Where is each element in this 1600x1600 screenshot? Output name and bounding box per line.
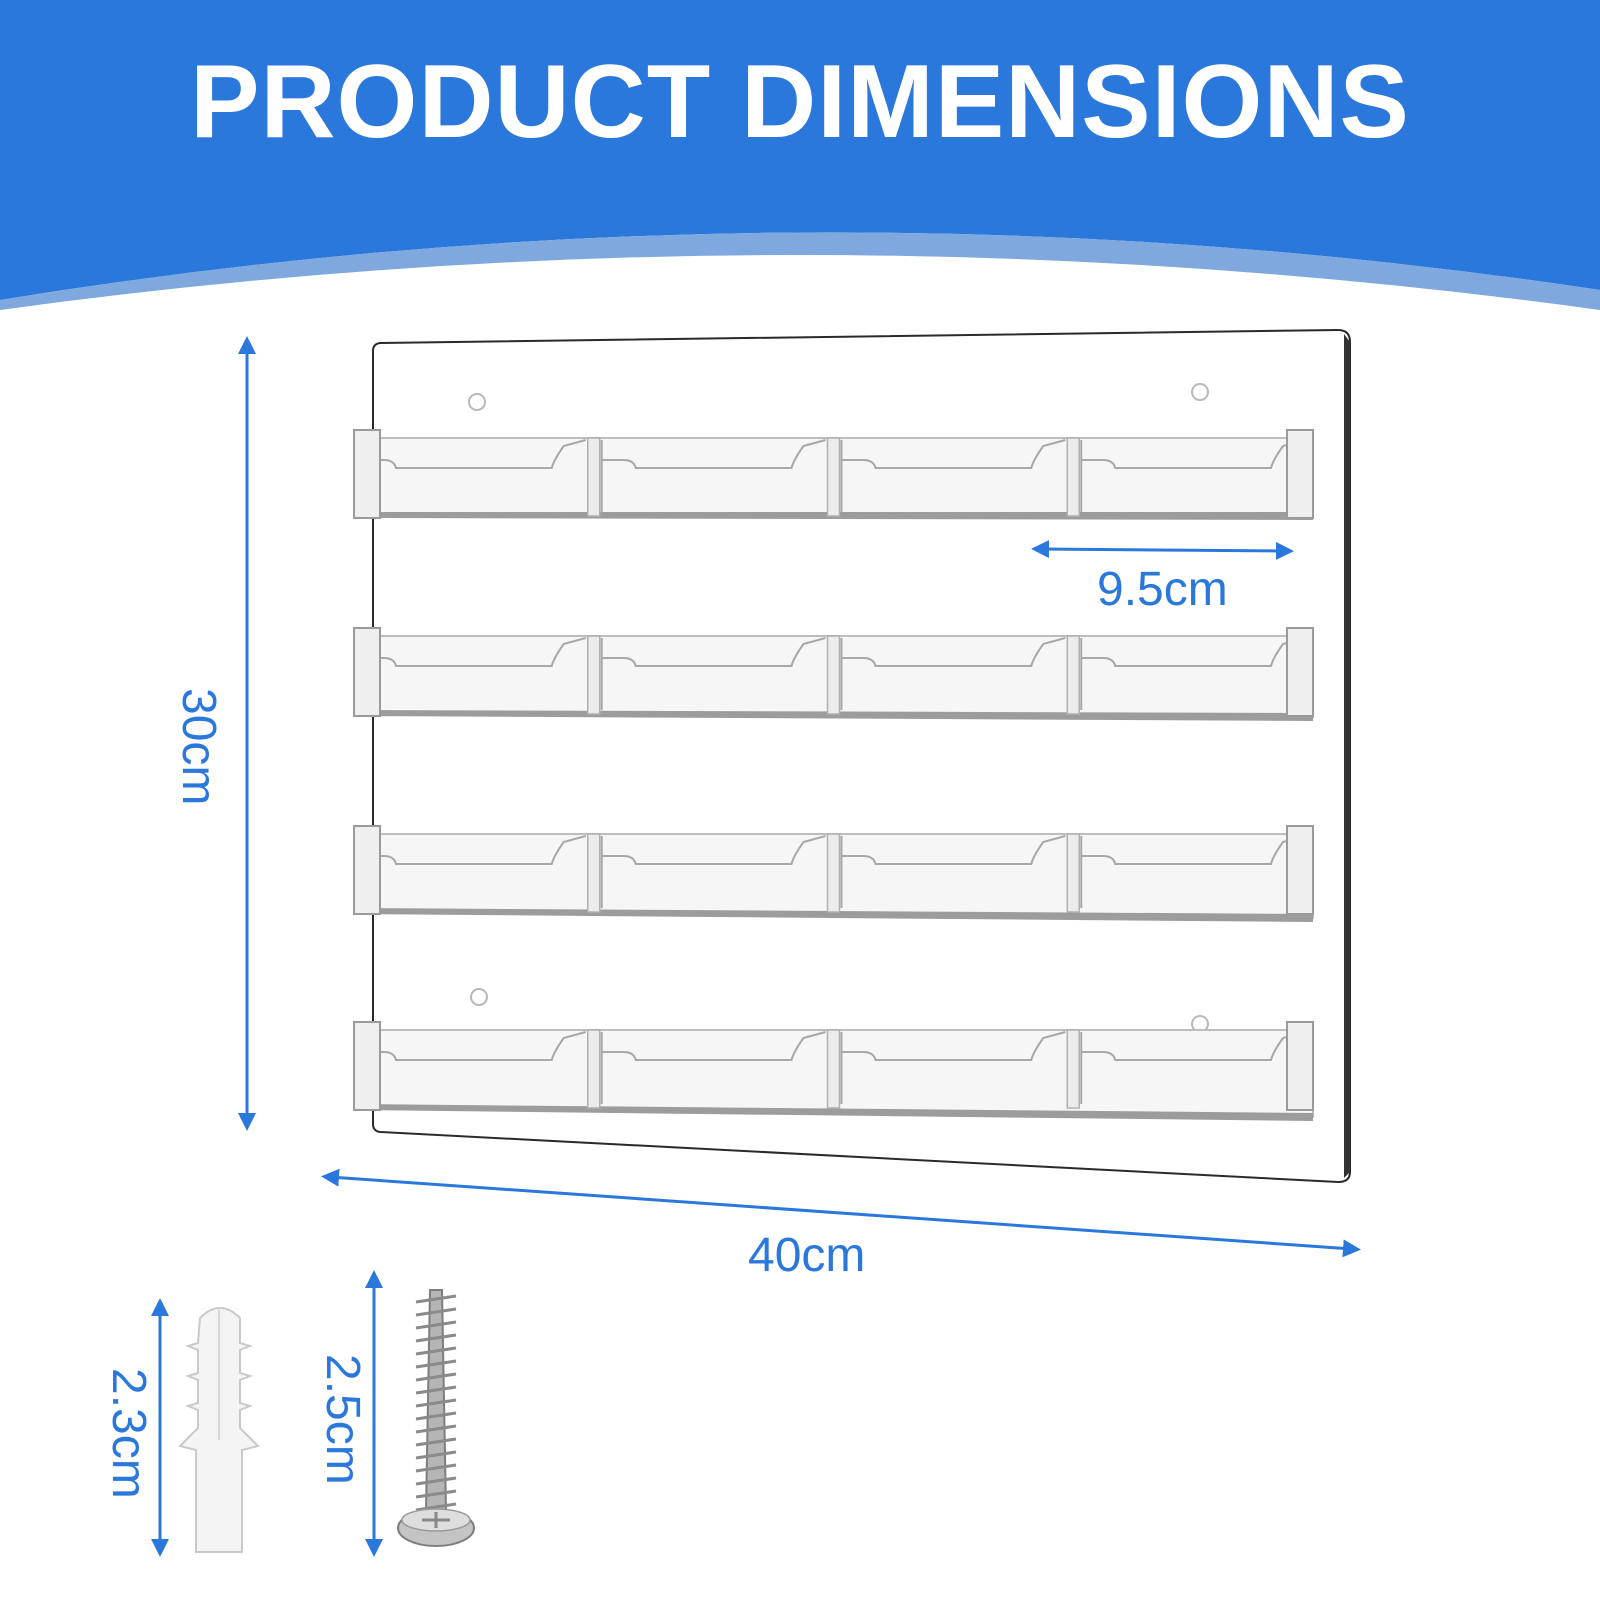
pocket-divider bbox=[1066, 437, 1080, 517]
pocket-divider bbox=[826, 833, 841, 913]
banner-fill bbox=[0, 0, 1600, 300]
width-label: 40cm bbox=[748, 1229, 866, 1282]
screw-thread bbox=[415, 1463, 457, 1473]
screw-length-label: 2.5cm bbox=[316, 1354, 369, 1485]
pocket-divider bbox=[587, 635, 601, 715]
screw-icon bbox=[397, 1289, 475, 1547]
pocket-row bbox=[353, 825, 1314, 922]
card-pocket bbox=[600, 1031, 826, 1104]
pocket-row bbox=[353, 429, 1314, 520]
banner-wave bbox=[0, 232, 1600, 310]
pocket-divider bbox=[587, 1029, 601, 1109]
card-pocket bbox=[1080, 439, 1306, 512]
wall-anchor-icon bbox=[178, 1307, 260, 1553]
card-pocket bbox=[600, 835, 826, 908]
screw-thread bbox=[415, 1476, 457, 1486]
screw-thread bbox=[415, 1437, 457, 1447]
pocket-divider bbox=[587, 437, 601, 517]
header-banner bbox=[0, 0, 1600, 310]
pocket-divider bbox=[587, 833, 601, 913]
card-pocket bbox=[840, 637, 1066, 710]
screw-thread bbox=[415, 1489, 457, 1499]
card-pocket bbox=[1080, 1031, 1306, 1104]
pocket-width-label: 9.5cm bbox=[1097, 563, 1228, 616]
card-pocket bbox=[600, 439, 826, 512]
screw-thread bbox=[415, 1411, 457, 1421]
pocket-end-cap bbox=[353, 825, 381, 915]
pocket-end-cap bbox=[1286, 429, 1314, 519]
card-pocket bbox=[840, 835, 1066, 908]
page-title: PRODUCT DIMENSIONS bbox=[190, 44, 1410, 160]
pocket-row bbox=[353, 1021, 1314, 1121]
screw-thread bbox=[415, 1333, 457, 1343]
card-pocket bbox=[1080, 637, 1306, 710]
mounting-hole bbox=[1191, 383, 1209, 401]
pocket-end-cap bbox=[1286, 627, 1314, 717]
card-pocket bbox=[600, 637, 826, 710]
pocket-divider bbox=[826, 635, 841, 715]
screw-thread bbox=[415, 1502, 457, 1512]
pocket-row bbox=[353, 627, 1314, 721]
card-pocket bbox=[840, 1031, 1066, 1104]
pocket-end-cap bbox=[353, 429, 381, 519]
pocket-end-cap bbox=[353, 627, 381, 717]
pocket-divider bbox=[1066, 833, 1080, 913]
screw-thread bbox=[415, 1372, 457, 1382]
pocket-end-cap bbox=[1286, 825, 1314, 915]
pocket-divider bbox=[1066, 635, 1080, 715]
screw-thread bbox=[415, 1359, 457, 1369]
screw-thread bbox=[415, 1385, 457, 1395]
pocket-end-cap bbox=[1286, 1021, 1314, 1111]
height-label: 30cm bbox=[172, 688, 225, 806]
screw-thread bbox=[415, 1398, 457, 1408]
anchor-length-label: 2.3cm bbox=[102, 1368, 155, 1499]
pocket-divider bbox=[826, 437, 841, 517]
screw-thread bbox=[415, 1320, 457, 1330]
card-pocket bbox=[1080, 835, 1306, 908]
pocket-width-dimension-line bbox=[1031, 540, 1294, 560]
screw-thread bbox=[415, 1346, 457, 1356]
screw-thread bbox=[415, 1294, 457, 1304]
screw-thread bbox=[415, 1424, 457, 1434]
width-dimension-line bbox=[321, 1168, 1361, 1258]
mounting-hole bbox=[470, 988, 488, 1006]
pocket-divider bbox=[826, 1029, 841, 1109]
pocket-divider bbox=[1066, 1029, 1080, 1109]
mounting-hole bbox=[468, 393, 486, 411]
screw-thread bbox=[415, 1450, 457, 1460]
card-pocket bbox=[840, 439, 1066, 512]
pocket-end-cap bbox=[353, 1021, 381, 1111]
mounting-holes bbox=[468, 383, 1209, 1033]
pocket-rows bbox=[353, 429, 1314, 1121]
screw-thread bbox=[415, 1307, 457, 1317]
